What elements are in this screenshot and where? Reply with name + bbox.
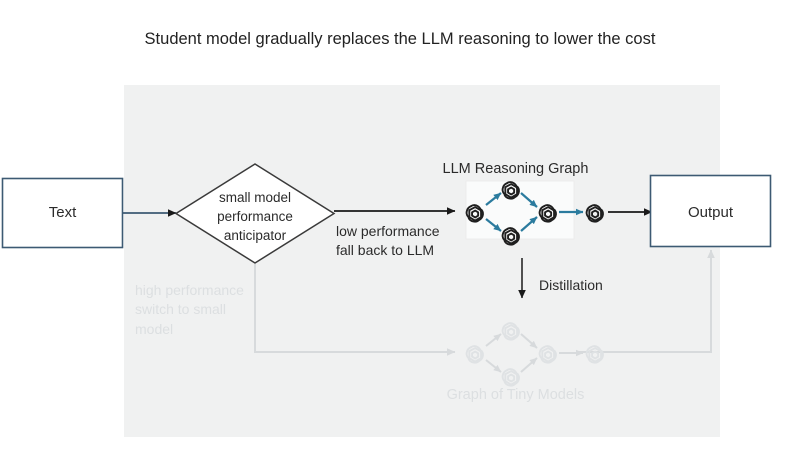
- llm-edge-1-2: [485, 192, 502, 206]
- llm-reasoning-graph: [465, 181, 604, 246]
- decision-diamond: [174, 163, 336, 264]
- tiny-edge-1-2: [485, 333, 502, 347]
- output-box: [649, 174, 772, 248]
- graph-of-tiny-models: [465, 322, 604, 387]
- llm-edge-3-4: [520, 216, 538, 232]
- faded-student-path-group: [254, 249, 715, 356]
- distillation-label: Distillation: [539, 277, 603, 293]
- edge-label-high-performance: high performance switch to small model: [135, 282, 244, 337]
- page-title: Student model gradually replaces the LLM…: [144, 30, 656, 48]
- background-panel: [124, 85, 720, 437]
- tiny-models-graph-caption: Graph of Tiny Models: [446, 387, 585, 403]
- output-box-label: Output: [687, 204, 734, 221]
- llm-graph-container: [465, 180, 575, 240]
- edge-high-performance-path: [254, 264, 456, 356]
- llm-graph-caption: LLM Reasoning Graph: [442, 161, 589, 177]
- text-box-label: Text: [48, 204, 77, 221]
- decision-diamond-label: small model performance anticipator: [217, 190, 293, 244]
- llm-edge-2-4: [520, 192, 538, 208]
- tiny-edge-3-4: [520, 357, 538, 373]
- llm-edge-1-3: [485, 218, 502, 232]
- edge-tiny-to-output-path: [578, 249, 715, 353]
- edge-label-low-performance: low performance fall back to LLM: [336, 223, 440, 259]
- tiny-edge-2-4: [520, 333, 538, 349]
- tiny-edge-1-3: [485, 359, 502, 373]
